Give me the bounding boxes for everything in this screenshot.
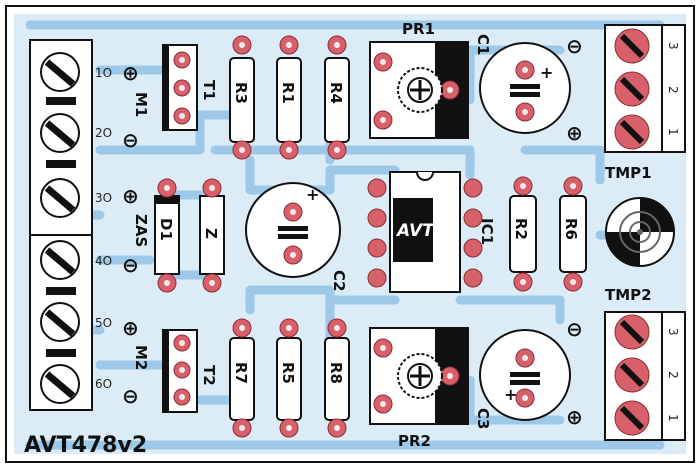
pin-label-5: 5O [95,316,112,330]
label-r5: R5 [279,362,297,384]
label-r1: R1 [279,82,297,104]
resistor-r5 [276,318,302,438]
screw-icon [40,364,80,404]
trimmer-pr1 [369,41,469,139]
capacitor-c3: + [479,329,571,421]
screw-icon [614,28,650,64]
label-m1: M1 [132,92,150,117]
svg-text:+: + [504,385,517,404]
screw-icon [614,357,650,393]
label-d1: D1 [157,218,175,241]
diode-d1 [154,178,180,293]
avt-logo-icon: AVT [395,221,435,241]
screw-icon [40,302,80,342]
tmp1-pin-1: 1 [666,128,680,136]
transistor-t2 [162,329,198,413]
label-r7: R7 [232,362,250,384]
tmp1-pin-2: 2 [666,86,680,94]
board-title: AVT478v2 [24,433,147,458]
screw-icon [614,114,650,150]
label-pr2: PR2 [398,432,431,450]
screw-icon [614,400,650,436]
resistor-r1 [276,35,302,160]
pin-label-3: 3O [95,191,112,205]
screw-icon [40,240,80,280]
label-r4: R4 [327,82,345,104]
minus-symbol: ⊖ [122,253,139,277]
zener-z [199,178,225,293]
tmp2-pin-1: 1 [666,414,680,422]
trimmer-pr2 [369,327,469,425]
screw-icon [40,52,80,92]
label-m2: M2 [132,345,150,370]
plus-symbol: ⊕ [122,316,139,340]
resistor-r2 [509,176,537,292]
label-tmp1: TMP1 [605,164,652,182]
label-c3: C3 [474,408,492,429]
sensor-target-icon [605,197,675,267]
minus-symbol: ⊖ [566,34,583,58]
label-t1: T1 [200,80,218,101]
svg-text:+: + [540,63,553,82]
plus-symbol: ⊕ [566,405,583,429]
plus-symbol: ⊕ [122,61,139,85]
terminal-tmp1 [604,24,686,153]
transistor-t1 [162,44,198,131]
label-zas: ZAS [132,214,150,247]
label-ic1: IC1 [478,218,496,245]
pin-label-1: 1O [95,66,112,80]
trimmer-potentiometer-icon [397,353,443,399]
resistor-r3 [229,35,255,160]
screw-icon [614,314,650,350]
label-t2: T2 [200,365,218,386]
terminal-block-left [29,39,93,411]
tmp2-pin-3: 3 [666,328,680,336]
chip-ic1: AVT [367,171,483,293]
pin-label-2: 2O [95,126,112,140]
minus-symbol: ⊖ [566,317,583,341]
resistor-r8 [324,318,350,438]
resistor-r7 [229,318,255,438]
label-tmp2: TMP2 [605,286,652,304]
pin-label-4: 4O [95,254,112,268]
label-pr1: PR1 [402,20,435,38]
tmp2-pin-2: 2 [666,371,680,379]
plus-symbol: ⊕ [566,121,583,145]
capacitor-c2: + [245,182,341,278]
label-z: Z [202,228,220,239]
terminal-tmp2 [604,311,686,441]
label-r8: R8 [327,362,345,384]
svg-text:+: + [306,185,319,204]
label-c1: C1 [474,34,492,55]
label-c2: C2 [330,270,348,291]
tmp1-pin-3: 3 [666,42,680,50]
resistor-r4 [324,35,350,160]
label-r2: R2 [512,218,530,240]
pin-label-6: 6O [95,377,112,391]
screw-icon [40,113,80,153]
minus-symbol: ⊖ [122,384,139,408]
minus-symbol: ⊖ [122,128,139,152]
plus-symbol: ⊕ [122,184,139,208]
capacitor-c1: + [479,42,571,134]
trimmer-potentiometer-icon [397,67,443,113]
label-r3: R3 [232,82,250,104]
resistor-r6 [559,176,587,292]
screw-icon [614,71,650,107]
label-r6: R6 [562,218,580,240]
screw-icon [40,178,80,218]
